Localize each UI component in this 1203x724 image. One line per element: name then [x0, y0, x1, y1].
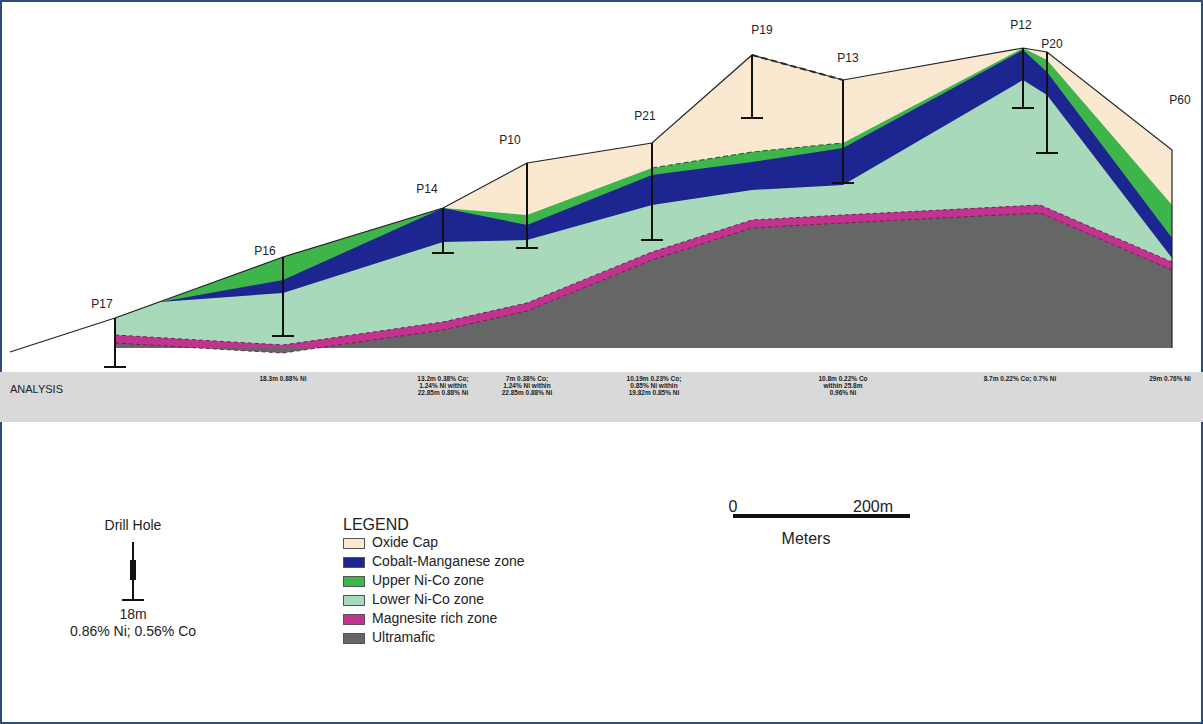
hole-label: P19	[751, 24, 772, 37]
legend-text: Upper Ni-Co zone	[372, 573, 484, 588]
hole-label: P12	[1010, 19, 1031, 32]
label: 0	[729, 498, 738, 516]
hole-label: P13	[837, 52, 858, 65]
legend-swatch	[343, 614, 365, 625]
assay-text: 10.19m 0.23% Co; 0.85% Ni within 19.82m …	[626, 375, 682, 396]
label: 200m	[853, 498, 893, 516]
legend-swatch	[343, 557, 365, 568]
assay-text: 7m 0.38% Co; 1.24% Ni within 22.85m 0.88…	[499, 375, 555, 396]
hole-label: P17	[91, 298, 112, 311]
hole-label: P14	[416, 183, 437, 196]
legend-swatch	[343, 576, 365, 587]
legend-text: Lower Ni-Co zone	[372, 592, 484, 607]
label: 0.86% Ni; 0.56% Co	[70, 624, 196, 639]
hole-label: P20	[1041, 38, 1062, 51]
label: 18m	[119, 607, 146, 622]
legend-text: Oxide Cap	[372, 535, 438, 550]
label: Drill Hole	[105, 518, 162, 533]
label: Meters	[782, 530, 831, 548]
legend-text: Cobalt-Manganese zone	[372, 554, 525, 569]
hole-label: P60	[1169, 94, 1190, 107]
hole-label: P10	[499, 134, 520, 147]
assay-text: 13.2m 0.38% Co; 1.24% Ni within 22.85m 0…	[415, 375, 471, 396]
legend-swatch	[343, 538, 365, 549]
label: ANALYSIS	[10, 383, 63, 395]
assay-text: 29m 0.76% Ni	[1145, 375, 1195, 382]
assay-text: 8.7m 0.22% Co; 0.7% Ni	[970, 375, 1070, 382]
legend-text: Ultramafic	[372, 630, 435, 645]
legend-swatch	[343, 633, 365, 644]
assay-text: 10.8m 0.22% Co within 25.8m 0.96% Ni	[815, 375, 871, 396]
legend-text: Magnesite rich zone	[372, 611, 497, 626]
assay-text: 18.3m 0.88% Ni	[255, 375, 311, 382]
hole-label: P21	[634, 110, 655, 123]
legend-swatch	[343, 595, 365, 606]
hole-label: P16	[254, 245, 275, 258]
label: LEGEND	[343, 516, 409, 534]
